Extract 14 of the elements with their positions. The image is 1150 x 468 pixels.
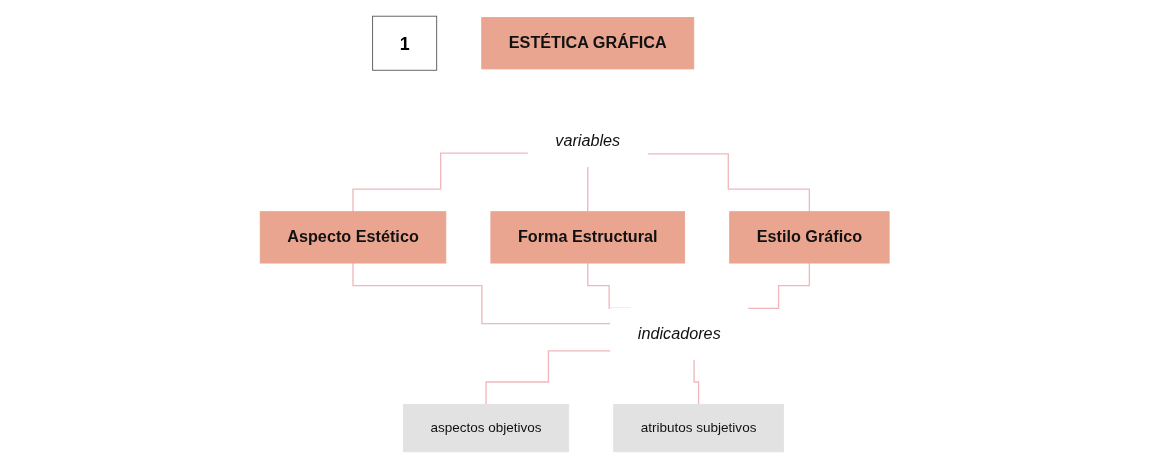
connector — [352, 152, 530, 213]
connector — [587, 165, 589, 213]
connector — [485, 350, 612, 406]
node-box: 1 — [372, 15, 438, 71]
connector — [747, 262, 811, 310]
connector — [646, 153, 811, 213]
node-box: Forma Estructural — [490, 211, 686, 264]
node-text: variables — [555, 131, 621, 150]
node-box: atributos subjetivos — [613, 404, 785, 453]
connector — [352, 262, 612, 325]
node-box: ESTÉTICA GRÁFICA — [481, 17, 695, 70]
node-box: Estilo Gráfico — [729, 211, 890, 264]
node-box: aspectos objetivos — [403, 404, 570, 453]
node-box: Aspecto Estético — [260, 211, 447, 264]
